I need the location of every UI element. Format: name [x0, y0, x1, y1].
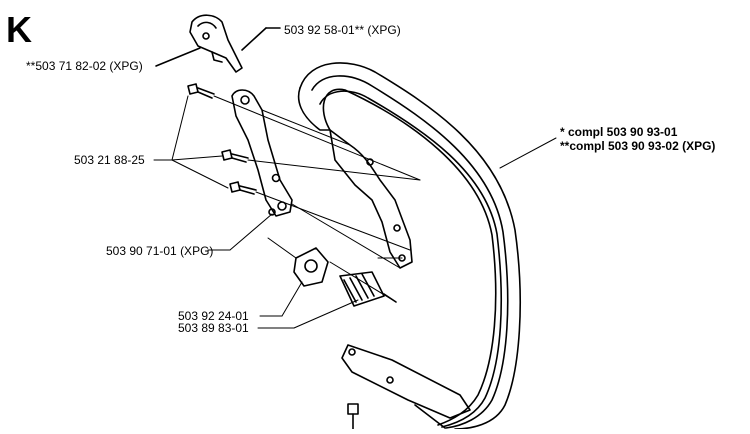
trigger-part	[155, 14, 281, 73]
plate-and-spring	[293, 247, 397, 307]
callout-trigger-part: 503 92 58-01** (XPG)	[284, 23, 401, 37]
callout-screws: 503 21 88-25	[74, 153, 145, 167]
front-handle	[297, 62, 522, 430]
callout-spring: 503 89 83-01	[178, 321, 249, 335]
callout-trigger-alt: **503 71 82-02 (XPG)	[26, 59, 143, 73]
bracket	[231, 89, 293, 217]
assembly-lines	[213, 95, 421, 303]
section-letter: K	[6, 9, 32, 50]
callout-handle-line2: **compl 503 90 93-02 (XPG)	[560, 139, 716, 153]
leader-lines	[153, 95, 557, 329]
callout-handle-line1: * compl 503 90 93-01	[560, 125, 678, 139]
callout-bracket: 503 90 71-01 (XPG)	[106, 244, 214, 258]
screws	[187, 83, 359, 430]
callout-plate: 503 92 24-01	[178, 309, 249, 323]
